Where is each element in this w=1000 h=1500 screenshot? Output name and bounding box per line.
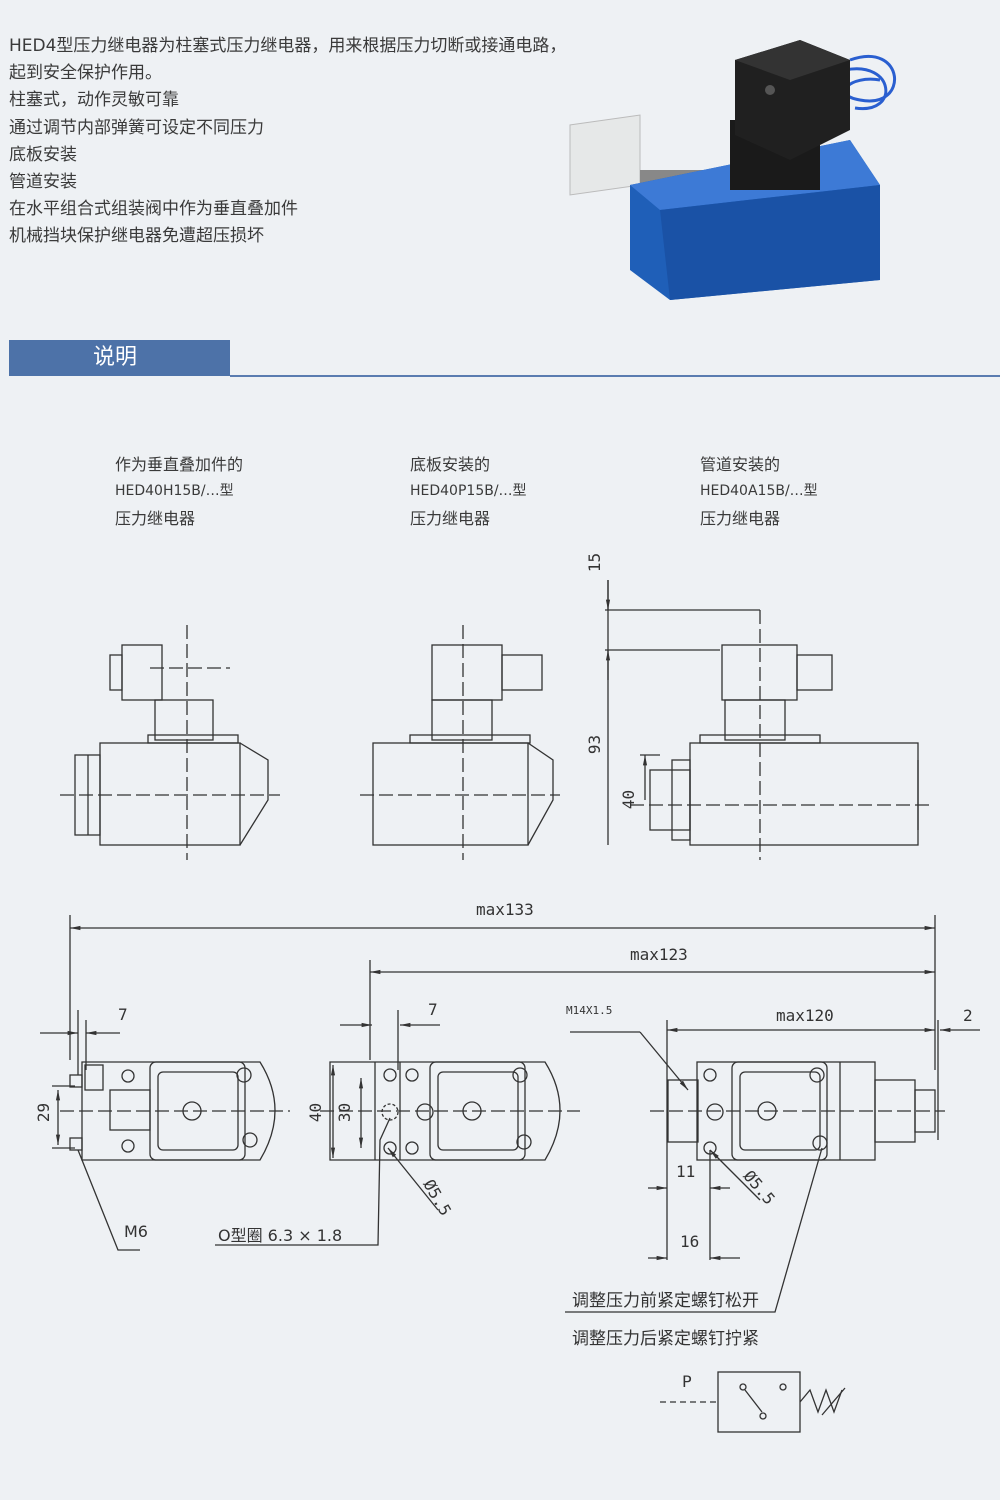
dim-7-a: 7 bbox=[118, 1005, 128, 1024]
model-number: HED40P15B/…型 bbox=[410, 483, 527, 499]
section-header: 说明 bbox=[9, 340, 230, 376]
dim-40-side: 40 bbox=[619, 789, 639, 810]
feature-item: 管道安装 bbox=[9, 171, 77, 192]
dim-7-b: 7 bbox=[428, 1000, 438, 1019]
feature-item: 底板安装 bbox=[9, 144, 77, 165]
port-p-label: P bbox=[682, 1372, 692, 1391]
dim-16: 16 bbox=[680, 1232, 700, 1251]
dim-max120: max120 bbox=[776, 1006, 834, 1025]
label-oring: O型圈 6.3 × 1.8 bbox=[218, 1226, 343, 1245]
top-view-stacking bbox=[40, 1010, 290, 1251]
dim-40: 40 bbox=[306, 1102, 326, 1123]
feature-item: 机械挡块保护继电器免遭超压损坏 bbox=[9, 226, 264, 247]
dim-max123: max123 bbox=[630, 945, 688, 964]
variant-caption-stacking: 作为垂直叠加件的 HED40H15B/…型 压力继电器 bbox=[115, 451, 243, 532]
caption-line: 压力继电器 bbox=[700, 509, 781, 528]
model-number: HED40H15B/…型 bbox=[115, 483, 234, 499]
feature-item: HED4型压力继电器为柱塞式压力继电器，用来根据压力切断或接通电路， bbox=[9, 36, 567, 56]
top-view-subplate bbox=[215, 1010, 580, 1246]
dim-thread: M14X1.5 bbox=[566, 1004, 613, 1017]
dim-2: 2 bbox=[963, 1006, 973, 1025]
side-view-stacking bbox=[60, 625, 280, 860]
feature-list: HED4型压力继电器为柱塞式压力继电器，用来根据压力切断或接通电路， 起到安全保… bbox=[9, 33, 566, 251]
caption-line: 底板安装的 bbox=[410, 455, 491, 474]
dim-15: 15 bbox=[585, 552, 605, 573]
variant-caption-subplate: 底板安装的 HED40P15B/…型 压力继电器 bbox=[410, 451, 527, 532]
caption-line: 压力继电器 bbox=[115, 509, 196, 528]
dim-93: 93 bbox=[585, 734, 605, 755]
feature-item: 通过调节内部弹簧可设定不同压力 bbox=[9, 117, 264, 138]
dim-30: 30 bbox=[335, 1102, 355, 1123]
caption-line: 压力继电器 bbox=[410, 509, 491, 528]
variant-caption-pipe: 管道安装的 HED40A15B/…型 压力继电器 bbox=[700, 451, 818, 532]
caption-line: 管道安装的 bbox=[700, 455, 781, 474]
dim-max133: max133 bbox=[476, 900, 534, 919]
label-m6: M6 bbox=[124, 1222, 148, 1241]
note-loosen: 调整压力前紧定螺钉松开 bbox=[572, 1291, 759, 1311]
side-view-pipe bbox=[605, 580, 930, 860]
feature-item: 起到安全保护作用。 bbox=[9, 63, 162, 84]
dim-29: 29 bbox=[34, 1102, 54, 1123]
dim-11: 11 bbox=[676, 1162, 696, 1181]
note-tighten: 调整压力后紧定螺钉拧紧 bbox=[572, 1329, 759, 1349]
model-number: HED40A15B/…型 bbox=[700, 483, 818, 499]
feature-item: 在水平组合式组装阀中作为垂直叠加件 bbox=[9, 199, 298, 220]
side-view-subplate bbox=[360, 625, 560, 860]
caption-line: 作为垂直叠加件的 bbox=[115, 455, 244, 474]
hydraulic-symbol bbox=[660, 1371, 846, 1433]
product-photo bbox=[569, 40, 896, 300]
section-divider bbox=[230, 375, 1000, 377]
feature-item: 柱塞式，动作灵敏可靠 bbox=[9, 90, 179, 111]
top-view-pipe bbox=[565, 1031, 945, 1313]
